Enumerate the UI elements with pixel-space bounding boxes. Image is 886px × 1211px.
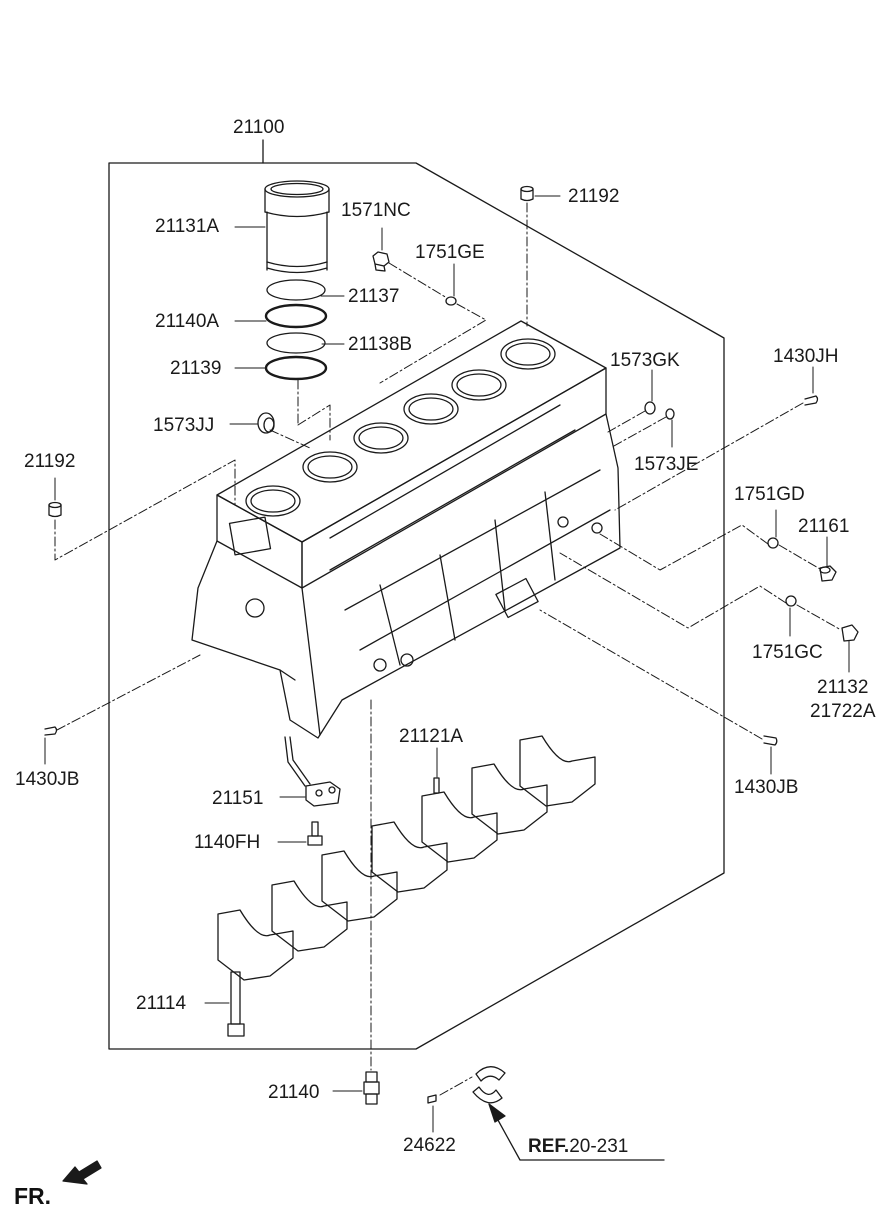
label-pin-1430jb-right: 1430JB <box>734 777 799 798</box>
label-oil-jet: 21151 <box>212 788 264 809</box>
assembly-boundary <box>108 162 725 1050</box>
label-bearing-cap: 21121A <box>399 726 464 747</box>
oil-jet-part <box>284 736 341 807</box>
ref-arrow <box>488 1103 665 1161</box>
label-liner: 21131A <box>155 216 220 237</box>
gasket-1751gd-part <box>767 537 779 549</box>
plug-21161-part <box>819 565 837 582</box>
label-plug-top: 1571NC <box>341 200 411 221</box>
label-gasket-1751gc: 1751GC <box>752 642 823 663</box>
gasket-1751gc-part <box>785 595 797 607</box>
label-block: 21100 <box>233 117 285 138</box>
label-thrust-pin: 24622 <box>403 1135 456 1156</box>
plug-21132-part <box>841 624 859 642</box>
dowel-pin-top-part <box>520 185 534 202</box>
oring-21140a-part <box>264 303 328 329</box>
ref-prefix: REF. <box>528 1136 570 1157</box>
ref-number: 20-231 <box>569 1136 629 1157</box>
label-plug-1573gk: 1573GK <box>610 350 680 371</box>
plug-1573gk-part <box>644 401 656 415</box>
cap-bolt-21114-part <box>227 971 245 1037</box>
gasket-1751ge-part <box>445 296 457 306</box>
dowel-pin-left-part <box>48 501 62 518</box>
front-arrow-icon <box>62 1160 102 1185</box>
pin-1430jb-left-part <box>44 726 58 736</box>
oring-21138b-part <box>266 332 326 354</box>
label-plug-21722a: 21722A <box>810 701 876 722</box>
label-oring-21139: 21139 <box>170 358 222 379</box>
label-pin-1430jh: 1430JH <box>773 346 839 367</box>
plug-1573je-part <box>665 408 675 420</box>
label-dowel-top: 21192 <box>568 186 620 207</box>
label-pin-1430jb-left: 1430JB <box>15 769 80 790</box>
label-ref: REF.20-231 <box>528 1137 628 1156</box>
label-bolt-1140fh: 1140FH <box>194 832 261 853</box>
pin-1430jb-right-part <box>763 735 778 746</box>
label-gasket-1751gd: 1751GD <box>734 484 805 505</box>
label-plug-21132: 21132 <box>817 677 869 698</box>
oring-21137-part <box>266 279 326 301</box>
label-plug-1573jj: 1573JJ <box>153 415 215 436</box>
label-gasket-top: 1751GE <box>415 242 485 263</box>
bearing-caps-part <box>217 735 596 981</box>
thrust-pin-24622-part <box>427 1094 437 1104</box>
label-dowel-left: 21192 <box>24 451 76 472</box>
label-cap-bolt: 21114 <box>136 993 187 1014</box>
label-plug-21161: 21161 <box>798 516 850 537</box>
label-plug-1573je: 1573JE <box>634 454 699 475</box>
thrust-washer-lower-part <box>472 1086 503 1104</box>
drain-bolt-21140-part <box>363 1071 380 1105</box>
label-oring-21138b: 21138B <box>348 334 413 355</box>
engine-block-part <box>191 320 621 739</box>
label-drain-bolt: 21140 <box>268 1082 320 1103</box>
bolt-1140fh-part <box>307 821 323 846</box>
plug-1571nc-part <box>372 251 390 272</box>
oring-21139-part <box>264 355 328 381</box>
label-oring-21140a: 21140A <box>155 311 220 332</box>
thrust-washer-upper-part <box>475 1066 506 1082</box>
front-indicator-label: FR. <box>14 1183 52 1209</box>
cylinder-liner-part <box>264 180 330 274</box>
cap-dowel-part <box>433 777 440 794</box>
pin-1430jh-part <box>804 395 819 406</box>
label-oring-21137: 21137 <box>348 286 400 307</box>
